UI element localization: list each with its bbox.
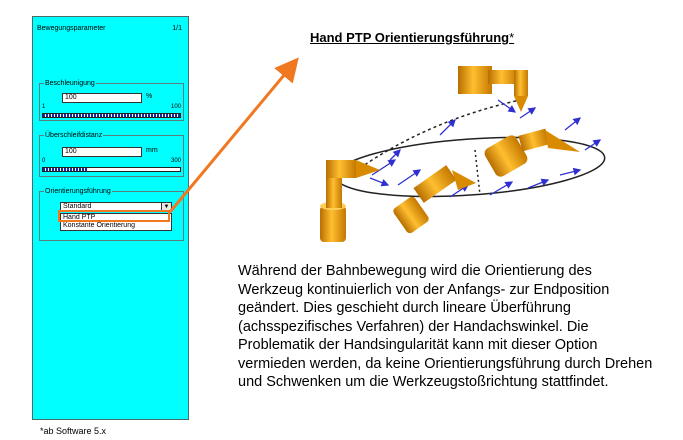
approximation-max: 300 [170,158,181,164]
acceleration-group: Beschleunigung 100 % 1 100 [39,79,184,121]
heading-footnote-mark: * [509,30,515,45]
heading-text: Hand PTP Orientierungsführung [310,30,510,45]
robot-pose-mid [393,165,476,234]
software-footnote: *ab Software 5.x [40,426,107,436]
acceleration-min: 1 [42,104,46,110]
approximation-label: Überschleifdistanz [44,131,104,140]
acceleration-unit: % [146,93,153,100]
panel-page-indicator: 1/1 [172,25,182,32]
acceleration-input[interactable]: 100 [62,93,142,103]
motion-parameter-panel: Bewegungsparameter 1/1 Beschleunigung 10… [32,16,189,420]
dashed-axis [474,149,481,196]
orientation-option-hand-ptp[interactable]: Hand PTP [63,214,96,221]
hand-ptp-highlight-box [58,210,170,222]
acceleration-slider[interactable] [42,113,181,118]
approximation-min: 0 [42,158,46,164]
robot-pose-near-end [484,128,580,177]
robot-pose-start [320,160,380,242]
approximation-group: Überschleifdistanz 100 mm 0 300 [39,131,184,177]
approximation-slider-fill [43,168,89,171]
motion-path [334,136,606,198]
approximation-slider[interactable] [42,167,181,172]
acceleration-max: 100 [170,104,181,110]
chevron-down-icon[interactable]: ▼ [161,203,171,211]
robot-pose-end [458,66,528,112]
orientation-label: Orientierungsführung [44,187,112,196]
page-heading: Hand PTP Orientierungsführung* [310,30,514,45]
approximation-unit: mm [146,147,158,154]
orientation-options-list[interactable]: Hand PTP Konstante Orientierung [60,213,172,231]
approximation-input[interactable]: 100 [62,147,142,157]
orientation-vectors [369,99,602,198]
acceleration-label: Beschleunigung [44,79,96,88]
orientation-option-constant[interactable]: Konstante Orientierung [63,222,135,229]
description-paragraph: Während der Bahnbewegung wird die Orient… [238,263,653,390]
orientation-selected-value: Standard [63,203,92,210]
panel-title: Bewegungsparameter [37,25,106,32]
callout-arrow [168,57,299,213]
dashed-path [359,99,521,169]
